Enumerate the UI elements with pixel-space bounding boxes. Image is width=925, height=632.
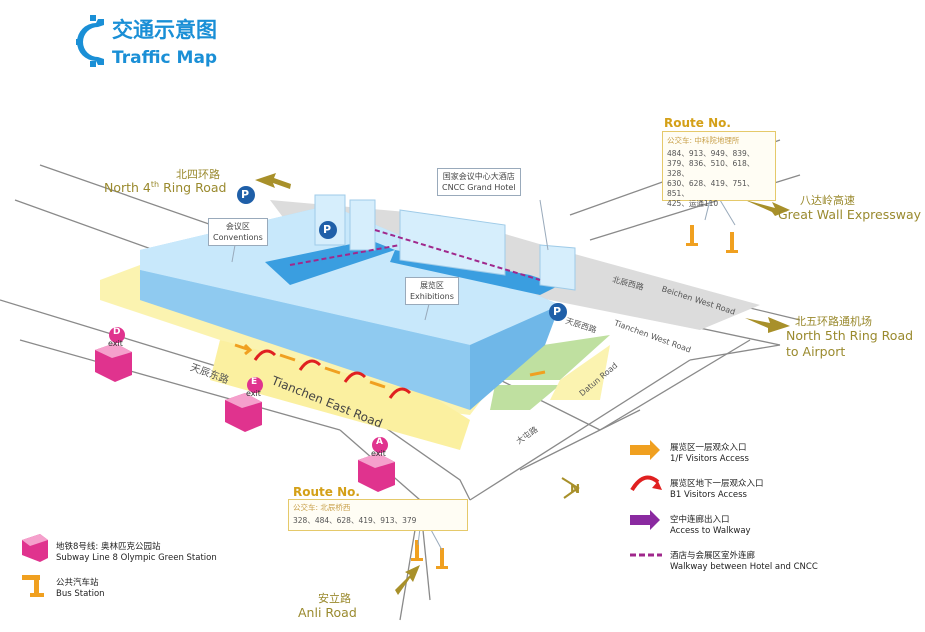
bus-stop-icons xyxy=(411,225,738,569)
badaling-cn: 八达岭高速 xyxy=(800,194,855,207)
legend-item-outdoor-cn: 酒店与会展区室外连廊 xyxy=(670,551,756,561)
arrow-orange-icon xyxy=(630,440,660,460)
anli-en: Anli Road xyxy=(298,605,357,620)
north5-en1: North 5th Ring Road xyxy=(786,328,914,343)
arrow-purple-icon xyxy=(630,510,660,530)
exhibitions-callout: 展览区 Exhibitions xyxy=(405,277,459,305)
legend-item-walkway-en: Access to Walkway xyxy=(670,526,751,536)
exit-blocks xyxy=(95,327,395,492)
parking-signs xyxy=(237,186,567,321)
badaling-en: Great Wall Expressway xyxy=(778,207,922,222)
exit-d-label: D xyxy=(113,327,121,337)
walkway-dashed-line xyxy=(374,229,541,281)
legend-item-1f-en: 1/F Visitors Access xyxy=(670,454,749,464)
legend-bus-cn: 公共汽车站 xyxy=(56,578,99,588)
hotel-callout: 国家会议中心大酒店 CNCC Grand Hotel xyxy=(437,168,521,196)
subway-icon xyxy=(22,534,48,562)
anli-cn: 安立路 xyxy=(318,592,351,605)
legend-item-b1-cn: 展览区地下一层观众入口 xyxy=(670,479,764,489)
route-no-title-south: Route No. xyxy=(293,485,360,499)
access-arrows xyxy=(234,343,546,399)
page-title-en: Traffic Map xyxy=(112,48,218,68)
legend-item-outdoor-en: Walkway between Hotel and CNCC xyxy=(670,562,818,572)
north5-en2: to Airport xyxy=(786,344,846,359)
legend-bus-en: Bus Station xyxy=(56,589,105,599)
page-title-cn: 交通示意图 xyxy=(112,18,217,42)
legend-item-walkway-cn: 空中连廊出入口 xyxy=(670,515,730,525)
compass-label: N xyxy=(570,482,581,496)
arrow-red-curved-icon xyxy=(630,475,660,492)
exit-a-label: A xyxy=(376,437,383,447)
route-box-north: 公交车: 中科院地理所 484、913、949、839、 379、836、510… xyxy=(662,131,776,208)
north4-cn: 北四环路 xyxy=(176,168,220,181)
direction-arrows xyxy=(255,173,790,595)
legend-item-b1-en: B1 Visitors Access xyxy=(670,490,747,500)
route-box-south: 公交车: 北辰桥西 328、484、628、419、913、379 xyxy=(288,499,468,531)
parking-label: P xyxy=(323,223,332,236)
parking-label: P xyxy=(241,188,250,201)
north5-cn: 北五环路通机场 xyxy=(795,315,872,328)
legend-subway-en: Subway Line 8 Olympic Green Station xyxy=(56,553,217,563)
bus-icon xyxy=(22,575,44,597)
compass-icon xyxy=(561,477,580,499)
north4-en: North 4th Ring Road xyxy=(104,180,227,196)
parking-label: P xyxy=(553,305,562,318)
legend-icons xyxy=(630,440,662,557)
legend-item-1f-cn: 展览区一层观众入口 xyxy=(670,443,747,453)
legend-subway-cn: 地铁8号线: 奥林匹克公园站 xyxy=(56,542,161,552)
conventions-callout: 会议区 Conventions xyxy=(208,218,268,246)
route-no-title-north: Route No. xyxy=(664,116,731,130)
gear-logo-icon xyxy=(76,15,104,67)
exit-e-label: E xyxy=(251,377,258,387)
